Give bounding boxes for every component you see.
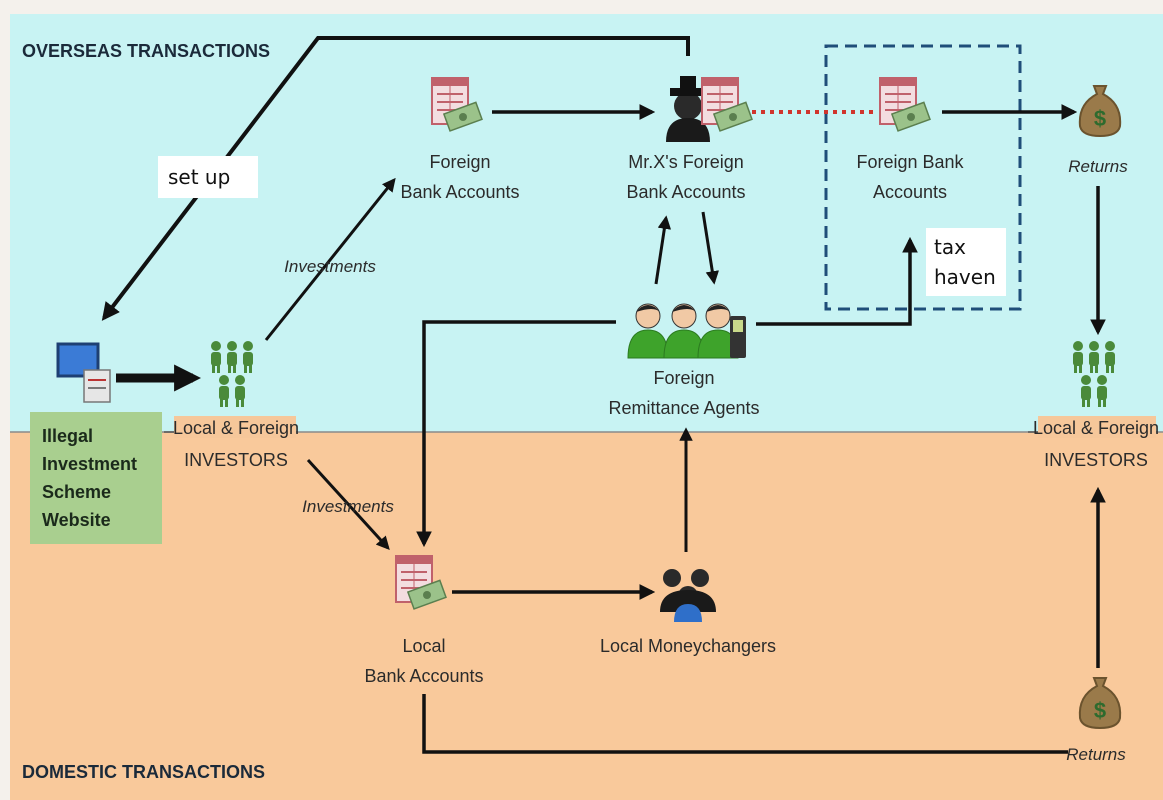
- local-to-returns-line: [422, 694, 1068, 754]
- local-bank-label-2: Bank Accounts: [364, 666, 483, 686]
- agents-group-icon: [627, 303, 739, 359]
- tax-haven-label-box: [926, 228, 1006, 296]
- investments-bottom-arrow: [306, 458, 390, 550]
- domestic-region: [10, 432, 1163, 800]
- moneychangers-label: Local Moneychangers: [600, 636, 776, 656]
- remittance-to-haven-arrow: [756, 236, 918, 326]
- investments-top-label: Investments: [284, 257, 376, 276]
- remittance-label-1: Foreign: [653, 368, 714, 388]
- investments-bottom-label: Investments: [302, 497, 394, 516]
- computer-icon: [56, 342, 111, 403]
- moneychangers-icon: [660, 569, 716, 622]
- investors-left-label-2: INVESTORS: [184, 450, 288, 470]
- mrx-bank-label-1: Mr.X's Foreign: [628, 152, 743, 172]
- investors-left-label-bg: [174, 416, 296, 438]
- website-label-1: Illegal: [42, 426, 93, 446]
- setup-label: set up: [168, 165, 230, 189]
- domestic-section-title: DOMESTIC TRANSACTIONS: [22, 762, 265, 782]
- setup-label-box: [158, 156, 258, 198]
- mrx-to-remittance-arrow: [701, 211, 719, 285]
- website-box: [30, 412, 162, 544]
- overseas-section-title: OVERSEAS TRANSACTIONS: [22, 41, 270, 61]
- returns-bottom-label: Returns: [1066, 745, 1126, 764]
- mrx-bank-label-2: Bank Accounts: [626, 182, 745, 202]
- foreign-bank-label-2: Bank Accounts: [400, 182, 519, 202]
- remittance-label-2: Remittance Agents: [608, 398, 759, 418]
- haven-bank-label-2: Accounts: [873, 182, 947, 202]
- tax-haven-label-line2: haven: [934, 265, 996, 289]
- returns-top-label: Returns: [1068, 157, 1128, 176]
- tax-haven-box: [824, 44, 1022, 311]
- investments-top-arrow: [264, 177, 396, 341]
- remittance-to-local-bank-arrow: [416, 320, 616, 548]
- tax-haven-label-line1: tax: [934, 235, 966, 259]
- investors-right-label-1: Local & Foreign: [1033, 418, 1159, 438]
- masked-man-icon: [666, 76, 710, 142]
- remittance-to-mrx-arrow: [654, 215, 672, 285]
- phone-icon: [730, 316, 746, 358]
- investors-left-label-1: Local & Foreign: [173, 418, 299, 438]
- website-label-3: Scheme: [42, 482, 111, 502]
- investors-right-label-2: INVESTORS: [1044, 450, 1148, 470]
- website-label-2: Investment: [42, 454, 137, 474]
- foreign-bank-label-1: Foreign: [429, 152, 490, 172]
- website-label-4: Website: [42, 510, 111, 530]
- local-bank-label-1: Local: [402, 636, 445, 656]
- haven-bank-label-1: Foreign Bank: [856, 152, 964, 172]
- investors-right-label-bg: [1038, 416, 1156, 438]
- overseas-region: [10, 14, 1163, 432]
